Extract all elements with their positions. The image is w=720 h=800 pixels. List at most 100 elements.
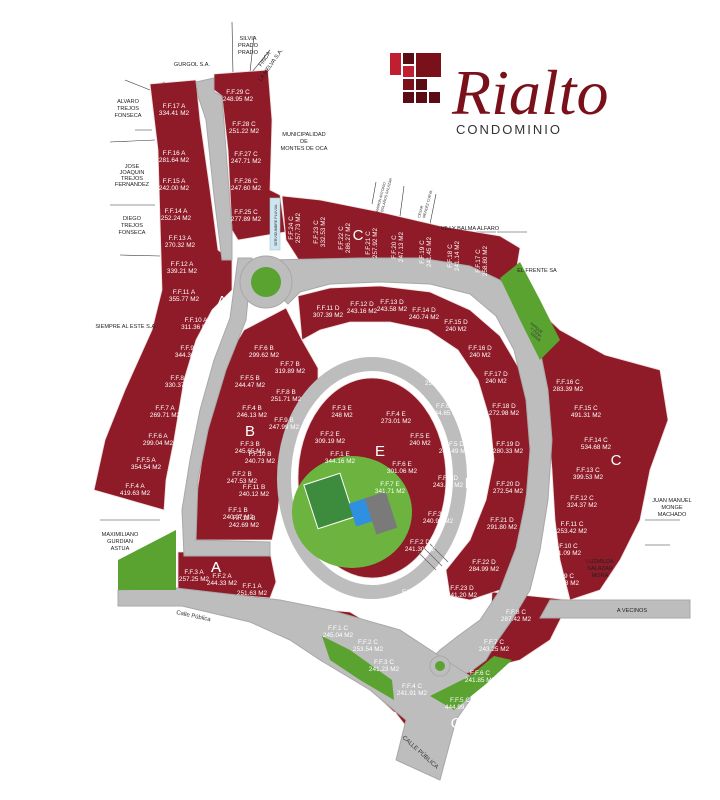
- lot-area: 286.27 M2: [345, 222, 352, 253]
- lot-area: 281.64 M2: [159, 157, 190, 164]
- lot-area: 241.23 M2: [369, 666, 400, 673]
- lot-area: 330.37 M2: [165, 382, 196, 389]
- lot-label[interactable]: F.F.22 C286.27 M2: [338, 222, 352, 253]
- neighbor-label: LUZMILDA: [586, 559, 614, 565]
- lot-label[interactable]: F.F.17 C258.80 M2: [475, 245, 489, 276]
- lot-area: 355.77 M2: [169, 296, 200, 303]
- lot-label[interactable]: F.F.24 C257.73 M2: [288, 212, 302, 243]
- lot-id: F.F.23 C: [313, 220, 320, 244]
- lot-area: 250.68 M2: [549, 580, 580, 587]
- lot-label[interactable]: F.F.20 C247.13 M2: [391, 231, 405, 262]
- lot-label[interactable]: F.F.21 C257.92 M2: [365, 227, 379, 258]
- lot-id: F.F.20 C: [391, 235, 398, 259]
- lot-label[interactable]: F.F.19 C241.45 M2: [419, 236, 433, 267]
- lot-area: 291.80 M2: [487, 524, 518, 531]
- lot-label[interactable]: F.F.23 C332.53 M2: [313, 216, 327, 247]
- lot-label[interactable]: F.F.18 C241.14 M2: [447, 240, 461, 271]
- lot-id: F.F.24 C: [288, 216, 295, 240]
